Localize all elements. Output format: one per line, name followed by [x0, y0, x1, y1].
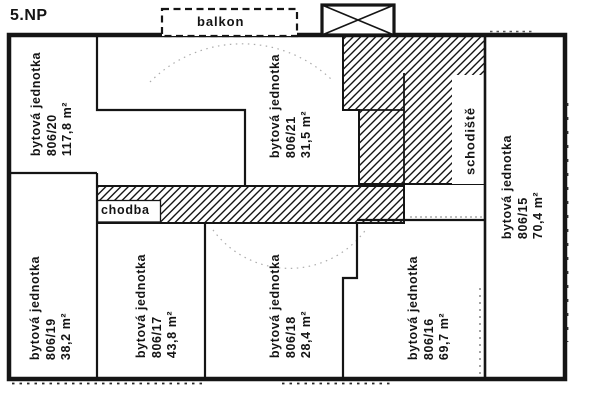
unit-number: 806/16 — [421, 318, 436, 361]
unit-label-806-20: bytová jednotka 806/20 117,8 m² — [29, 52, 76, 156]
unit-type: bytová jednotka — [267, 53, 282, 159]
balcony-label: balkon — [197, 14, 245, 29]
unit-type: bytová jednotka — [499, 134, 514, 240]
staircase-room — [452, 75, 485, 184]
unit-number: 806/20 — [44, 114, 59, 157]
unit-number: 806/21 — [283, 116, 298, 159]
unit-label-806-17: bytová jednotka 806/17 43,8 m² — [134, 254, 181, 358]
unit-area: 31,5 m² — [298, 110, 313, 159]
partition-walls — [9, 35, 487, 379]
unit-label-806-19: bytová jednotka 806/19 38,2 m² — [28, 256, 75, 360]
unit-type: bytová jednotka — [133, 253, 148, 359]
unit-type: bytová jednotka — [267, 253, 282, 359]
unit-type: bytová jednotka — [27, 255, 42, 361]
staircase-label: schodiště — [462, 107, 478, 175]
unit-number: 806/15 — [515, 197, 530, 240]
unit-type: bytová jednotka — [405, 255, 420, 361]
unit-label-806-21: bytová jednotka 806/21 31,5 m² — [268, 54, 315, 158]
unit-area: 70,4 m² — [530, 191, 545, 240]
unit-area: 28,4 m² — [298, 310, 313, 359]
floor-title: 5.NP — [10, 7, 48, 24]
unit-label-806-18: bytová jednotka 806/18 28,4 m² — [268, 254, 315, 358]
corridor-label: chodba — [101, 203, 150, 217]
elevator-box — [320, 3, 396, 37]
scan-artifact-arcs — [149, 43, 368, 269]
unit-number: 806/18 — [283, 316, 298, 359]
balcony-outline — [160, 7, 299, 38]
unit-label-806-15: bytová jednotka 806/15 70,4 m² — [500, 135, 547, 239]
elevator-cross-icon — [321, 4, 395, 36]
unit-area: 69,7 m² — [436, 312, 451, 361]
unit-type: bytová jednotka — [28, 51, 43, 157]
unit-number: 806/17 — [149, 316, 164, 359]
unit-area: 117,8 m² — [59, 101, 74, 157]
unit-number: 806/19 — [43, 318, 58, 361]
unit-area: 38,2 m² — [58, 312, 73, 361]
wall-tick-marks — [12, 30, 569, 385]
unit-area: 43,8 m² — [164, 310, 179, 359]
unit-label-806-16: bytová jednotka 806/16 69,7 m² — [406, 256, 453, 360]
